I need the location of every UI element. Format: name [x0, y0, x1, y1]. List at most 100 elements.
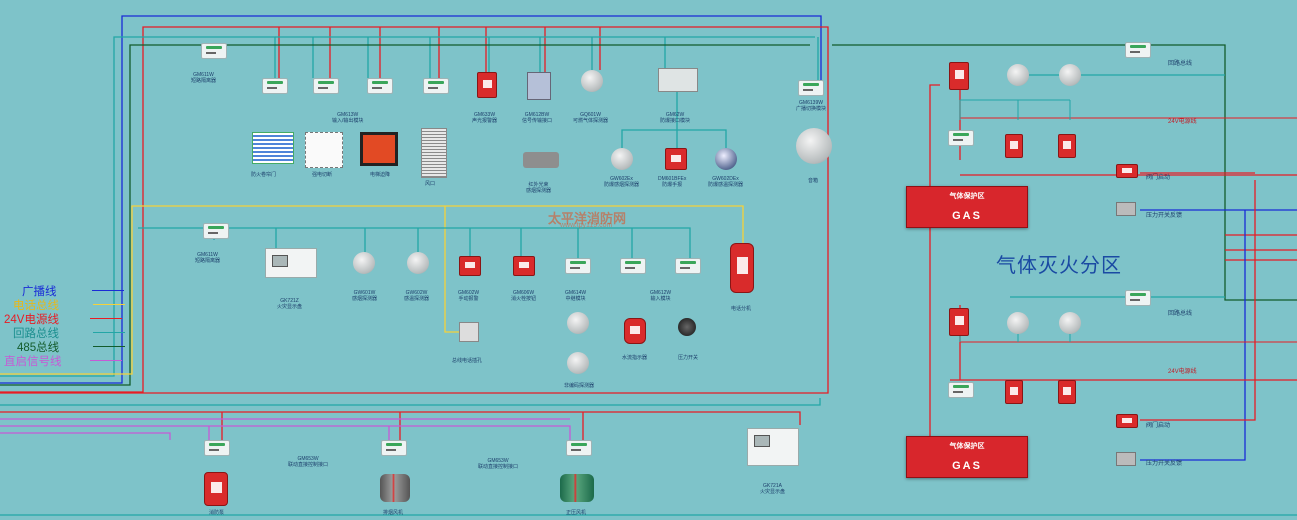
infrared-beam-icon	[523, 152, 559, 168]
pressurization-fan-icon	[560, 474, 594, 502]
legend-485-bus: 485总线	[17, 339, 125, 355]
watermark: 太平洋消防网	[548, 211, 627, 226]
pump-control-module	[204, 440, 230, 456]
zone-power-label-1: 24V电源线	[1168, 119, 1197, 125]
legend-loop-bus: 回路总线	[13, 325, 125, 341]
pressure-feedback-1	[1116, 202, 1136, 216]
fan-control-module-2	[566, 440, 592, 456]
legend-line-broadcast	[92, 290, 124, 291]
zone-heat-detector-2	[1059, 312, 1081, 334]
pressurization-fan-label: 正压风机	[566, 510, 587, 516]
phone-jack-icon	[459, 322, 479, 342]
zone-loop-bus-label-1: 回路总线	[1168, 61, 1193, 67]
gas-protection-sign-2: 气体保护区 GAS	[906, 436, 1028, 478]
pressure-feedback-label-1: 压力开关反馈	[1146, 213, 1183, 219]
zone-loop-bus-label-2: 回路总线	[1168, 311, 1193, 317]
fire-pump-icon	[204, 472, 228, 506]
relay-smoke-detector-icon	[567, 312, 589, 334]
zone-strobe-1	[1005, 134, 1023, 158]
zone-heat-detector-1	[1059, 64, 1081, 86]
gas-protection-sign-1: 气体保护区 GAS	[906, 186, 1028, 228]
rolling-shutter-icon	[252, 132, 294, 164]
valve-start-1	[1116, 164, 1138, 178]
input-module-2	[675, 258, 701, 274]
strobe-alarm-icon	[477, 72, 497, 98]
explosion-manual-alarm-icon	[665, 148, 687, 170]
valve-start-label-1: 阀门启动	[1146, 175, 1171, 181]
zone-smoke-detector-1	[1007, 64, 1029, 86]
legend-line-direct	[90, 360, 122, 361]
phone-jack-label: 总线电话插孔	[452, 358, 483, 364]
valve-start-2	[1116, 414, 1138, 428]
phone-extension-icon	[730, 243, 754, 293]
legend-line-phone	[93, 304, 125, 305]
infrared-label: 红外光束感烟探测器	[526, 182, 552, 194]
io-module-3	[367, 78, 393, 94]
input-module-1	[620, 258, 646, 274]
legend-line-loop	[93, 332, 125, 333]
zone-release-button-1	[1058, 134, 1076, 158]
watermark-url: www.tpy119.com	[560, 222, 613, 229]
isolator-module-2	[203, 223, 229, 239]
zone-isolator-2	[1125, 290, 1151, 306]
smoke-detector-icon	[353, 252, 375, 274]
explosion-smoke-detector-icon	[611, 148, 633, 170]
broadcast-module	[798, 80, 824, 96]
non-coded-detector-icon	[567, 352, 589, 374]
legend-direct-signal: 直启信号线	[4, 353, 122, 369]
explosion-heat-detector-icon	[715, 148, 737, 170]
air-vent-label: 风口	[425, 181, 436, 187]
fire-pump-label: 消防泵	[209, 510, 225, 516]
legend-line-485	[93, 346, 125, 347]
heat-detector-icon	[407, 252, 429, 274]
pressure-feedback-2	[1116, 452, 1136, 466]
fire-display-panel-2	[747, 428, 799, 466]
panel-2-screen-icon	[754, 435, 770, 447]
legend-broadcast: 广播线	[22, 283, 124, 299]
isolator-module	[201, 43, 227, 59]
elevator-label: 电梯迫降	[370, 172, 391, 178]
zone-input-module-1	[948, 130, 974, 146]
explosion-proof-interface-icon	[658, 68, 698, 92]
exhaust-fan-icon	[380, 474, 410, 502]
shutter-label: 防火卷帘门	[251, 172, 277, 178]
exhaust-fan-label: 排烟风机	[383, 510, 404, 516]
fan-control-module-1	[381, 440, 407, 456]
zone-input-module-2	[948, 382, 974, 398]
speaker-label: 音箱	[808, 178, 819, 184]
power-cutoff-label: 强电切断	[312, 172, 333, 178]
speaker-icon	[796, 128, 832, 164]
zone-manual-alarm-1	[949, 62, 969, 90]
pressure-switch-label: 压力开关	[678, 355, 699, 361]
io-module-4	[423, 78, 449, 94]
legend-phone-bus: 电话总线	[13, 297, 125, 313]
elevator-icon	[360, 132, 398, 166]
zone-manual-alarm-2	[949, 308, 969, 336]
legend-power: 24V电源线	[4, 311, 122, 327]
zone-smoke-detector-2	[1007, 312, 1029, 334]
non-coded-detector-label: 非编码探测器	[564, 383, 595, 389]
valve-start-label-2: 阀门启动	[1146, 423, 1171, 429]
zone-power-label-2: 24V电源线	[1168, 369, 1197, 375]
gas-detector-icon	[581, 70, 603, 92]
